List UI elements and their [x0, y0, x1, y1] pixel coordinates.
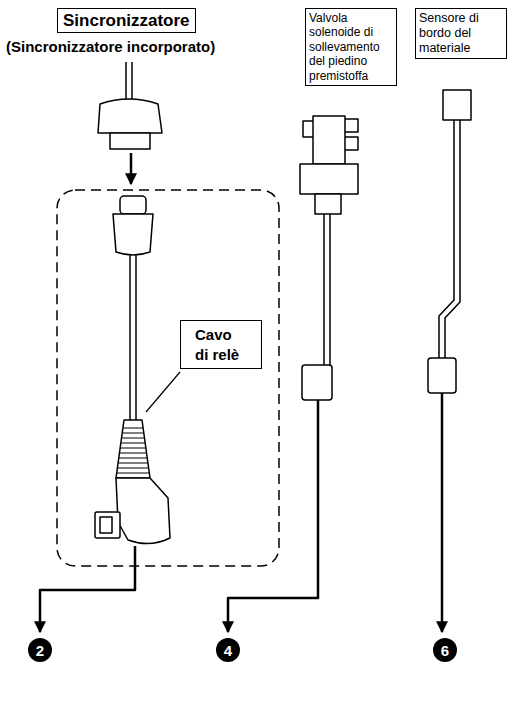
node-text: 2: [36, 643, 44, 658]
rib: [122, 438, 145, 439]
callout-number: 4: [216, 638, 240, 662]
output-wire: [40, 393, 442, 632]
connect-arrow: [130, 153, 133, 184]
rib: [120, 448, 146, 449]
part-label-box: Cavo di relè: [180, 320, 262, 369]
part-label-box: Sensore di bordo del materiale: [415, 8, 507, 59]
rib: [121, 443, 145, 444]
node-text: Cavo di relè: [195, 325, 247, 364]
rib: [118, 463, 148, 464]
rib: [117, 473, 150, 474]
rib: [119, 458, 147, 459]
leader-line: [146, 372, 180, 412]
relay-cable: [95, 196, 170, 544]
solenoid-valve: [300, 116, 358, 400]
node-text: Valvola solenoide di sollevamento del pi…: [309, 11, 393, 83]
node-text: 4: [224, 643, 232, 658]
callout-number: 6: [433, 638, 457, 662]
rib: [123, 428, 143, 429]
part-label-box: Valvola solenoide di sollevamento del pi…: [305, 8, 397, 86]
node-text: 6: [441, 643, 449, 658]
subtitle-label: (Sincronizzatore incorporato): [6, 38, 215, 55]
node-text: Sincronizzatore: [63, 10, 190, 31]
part-label-box: Sincronizzatore: [57, 8, 196, 33]
dashed-region: [57, 190, 279, 566]
rib: [122, 433, 144, 434]
node-text: Sensore di bordo del materiale: [419, 11, 503, 56]
rib: [117, 468, 148, 469]
callout-number: 2: [28, 638, 52, 662]
edge-sensor: [428, 90, 471, 393]
rib: [119, 453, 146, 454]
synchronizer-plug: [98, 62, 162, 149]
